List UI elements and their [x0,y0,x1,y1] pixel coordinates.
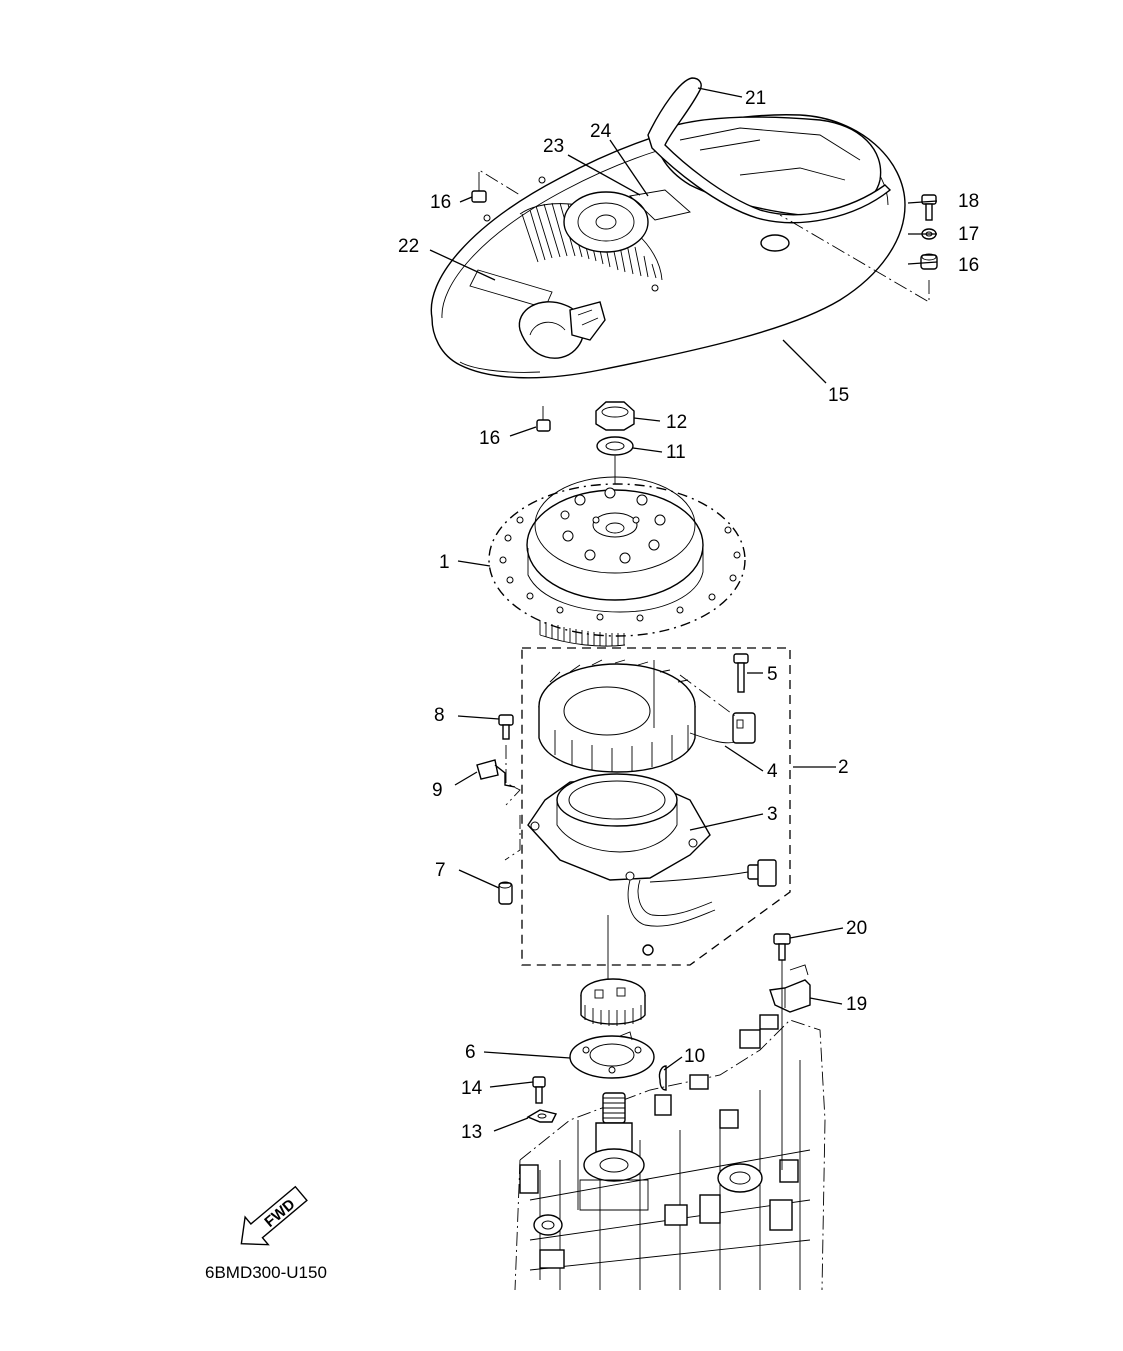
callout-18: 17 [958,224,979,245]
assembly-box-2 [521,647,791,966]
callout-21: 20 [846,918,867,939]
callout-17: 16 [958,255,979,276]
bracket-13 [526,1109,558,1123]
callout-20: 19 [846,994,867,1015]
grommet-17 [920,253,938,270]
flywheel-nut [595,401,635,431]
bracket-20 [769,964,811,1013]
rotor-hub [580,978,646,1026]
callout-9: 9 [432,780,443,801]
screw-8 [498,714,514,740]
callout-14: 14 [461,1078,483,1099]
callout-7: 7 [435,860,446,881]
callout-23: 22 [398,236,419,257]
fwd-arrow-icon: FWD [240,1185,308,1246]
bolt-19 [921,194,937,221]
callout-22: 21 [745,88,766,109]
callout-3: 3 [767,804,778,825]
callout-6: 6 [465,1042,476,1063]
callout-16-top: 16 [430,192,451,213]
plate-6 [569,1031,655,1079]
bolt-5 [733,653,749,693]
clamp-9 [476,759,516,788]
stator-base [527,773,777,956]
callout-13: 13 [461,1122,482,1143]
callout-2: 2 [838,757,849,778]
stator [538,659,756,773]
flywheel-holes [499,487,741,622]
diagram-code: 6BMD300-U150 [205,1263,327,1282]
grommet-16-top [471,169,521,203]
flywheel-washer [596,436,634,456]
callout-15: 15 [828,385,849,406]
cover-seal [647,77,892,224]
flywheel-cover [430,114,906,379]
callout-12: 12 [666,412,687,433]
bolt-21 [773,933,791,961]
callout-25: 24 [590,121,612,142]
callout-16-bottom: 16 [479,428,500,449]
callout-11: 11 [666,442,686,463]
flywheel [488,476,746,647]
callout-5: 5 [767,664,778,685]
screw-14 [532,1076,546,1104]
callouts: 21 24 23 16 22 18 17 16 15 12 11 16 1 5 … [398,88,979,1143]
callout-19: 18 [958,191,979,212]
callout-8: 8 [434,705,445,726]
powerhead [514,960,826,1291]
callout-24: 23 [543,136,564,157]
callout-4: 4 [767,761,778,782]
leader-lines [429,87,938,1132]
callout-10: 10 [684,1046,705,1067]
callout-1: 1 [439,552,450,573]
key-10 [658,1065,667,1091]
dowel-7 [498,881,513,905]
grommet-16-bottom [536,405,551,432]
